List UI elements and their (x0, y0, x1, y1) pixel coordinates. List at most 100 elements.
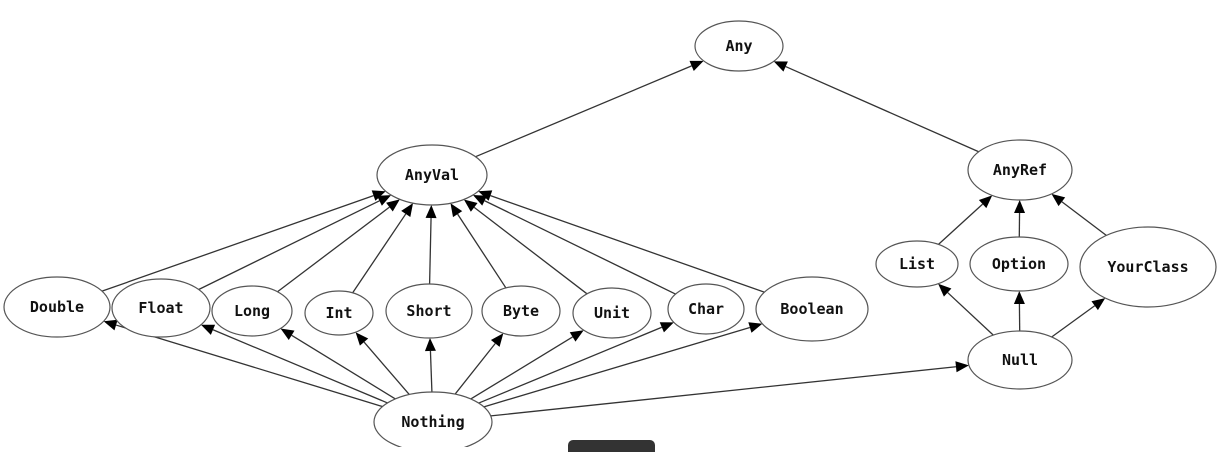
edge-line (364, 342, 409, 394)
arrowhead-icon (1051, 194, 1065, 206)
edge-line (474, 207, 587, 293)
edge-line (476, 66, 692, 157)
edge-null-to-list (938, 284, 993, 335)
bottom-scroll-tab[interactable] (568, 440, 655, 452)
node-long[interactable]: Long (212, 286, 292, 336)
edge-line (102, 196, 374, 292)
edge-int-to-any-val (353, 203, 413, 293)
arrowhead-icon (281, 329, 295, 340)
arrowhead-icon (104, 320, 118, 331)
node-label: Byte (503, 302, 539, 320)
arrowhead-icon (748, 322, 762, 333)
edge-float-to-any-val (199, 195, 391, 289)
edge-line (458, 214, 506, 288)
edge-line (1052, 306, 1095, 337)
edge-nothing-to-short (425, 338, 436, 392)
node-double[interactable]: Double (4, 277, 110, 337)
node-any-val[interactable]: AnyVal (377, 145, 487, 205)
edge-null-to-your-class (1052, 298, 1106, 337)
node-label: Boolean (780, 300, 843, 318)
edge-option-to-any-ref (1014, 200, 1025, 237)
arrowhead-icon (426, 205, 437, 218)
arrowhead-icon (1014, 200, 1025, 213)
edge-line (1062, 202, 1106, 236)
arrowhead-icon (386, 199, 400, 211)
node-label: Char (688, 300, 724, 318)
edge-line (430, 351, 431, 392)
edge-boolean-to-any-val (478, 190, 764, 292)
edge-line (490, 196, 764, 293)
node-your-class[interactable]: YourClass (1080, 227, 1216, 307)
edge-line (471, 337, 573, 399)
arrowhead-icon (1091, 298, 1105, 310)
node-boolean[interactable]: Boolean (756, 277, 868, 341)
edge-line (455, 343, 495, 394)
node-option[interactable]: Option (970, 237, 1068, 291)
edge-line (485, 201, 676, 294)
arrowhead-icon (425, 338, 436, 351)
edge-nothing-to-long (281, 329, 396, 399)
edge-list-to-any-ref (938, 195, 992, 244)
edge-your-class-to-any-ref (1051, 194, 1106, 236)
edge-nothing-to-byte (455, 333, 503, 394)
edge-null-to-option (1014, 291, 1025, 331)
arrowhead-icon (570, 330, 584, 341)
arrowhead-icon (401, 203, 413, 217)
node-list[interactable]: List (876, 241, 958, 287)
edge-nothing-to-null (491, 361, 969, 416)
edge-line (277, 207, 389, 292)
node-nothing[interactable]: Nothing (374, 392, 492, 447)
arrowhead-icon (356, 332, 369, 345)
edge-double-to-any-val (102, 190, 386, 291)
edge-line (948, 293, 994, 336)
node-float[interactable]: Float (112, 279, 210, 337)
node-int[interactable]: Int (305, 291, 373, 335)
arrowhead-icon (955, 361, 969, 372)
edge-line (430, 218, 431, 284)
edges-layer (102, 61, 1106, 416)
edge-line (353, 214, 406, 293)
node-label: Null (1002, 351, 1038, 369)
edge-nothing-to-unit (471, 330, 584, 399)
node-any[interactable]: Any (695, 21, 783, 71)
node-label: YourClass (1107, 258, 1188, 276)
edge-line (938, 204, 982, 244)
node-label: Unit (594, 304, 630, 322)
node-label: Long (234, 302, 270, 320)
edge-nothing-to-int (356, 332, 410, 394)
node-any-ref[interactable]: AnyRef (968, 140, 1072, 200)
node-label: Int (325, 304, 352, 322)
node-byte[interactable]: Byte (482, 286, 560, 336)
edge-unit-to-any-val (464, 199, 587, 293)
edge-line (292, 335, 396, 399)
edge-any-ref-to-any (774, 61, 979, 151)
arrowhead-icon (450, 203, 462, 217)
edge-any-val-to-any (476, 61, 704, 157)
arrowhead-icon (491, 333, 503, 347)
edge-char-to-any-val (473, 195, 676, 294)
node-label: Nothing (401, 413, 464, 431)
node-char[interactable]: Char (668, 284, 744, 334)
node-label: Any (725, 37, 752, 55)
edge-long-to-any-val (277, 199, 399, 291)
arrowhead-icon (464, 199, 478, 211)
edge-line (199, 201, 380, 290)
edge-short-to-any-val (426, 205, 437, 284)
node-unit[interactable]: Unit (573, 288, 651, 338)
edge-line (786, 67, 979, 152)
node-null[interactable]: Null (968, 331, 1072, 389)
node-label: Float (138, 299, 183, 317)
node-label: Short (406, 302, 451, 320)
node-short[interactable]: Short (386, 284, 472, 338)
node-label: Double (30, 298, 84, 316)
arrowhead-icon (1014, 291, 1025, 304)
node-label: AnyRef (993, 161, 1047, 179)
node-label: AnyVal (405, 166, 459, 184)
edge-byte-to-any-val (450, 203, 505, 288)
edge-line (491, 367, 956, 416)
node-label: List (899, 255, 935, 273)
arrowhead-icon (660, 322, 674, 332)
node-label: Option (992, 255, 1046, 273)
